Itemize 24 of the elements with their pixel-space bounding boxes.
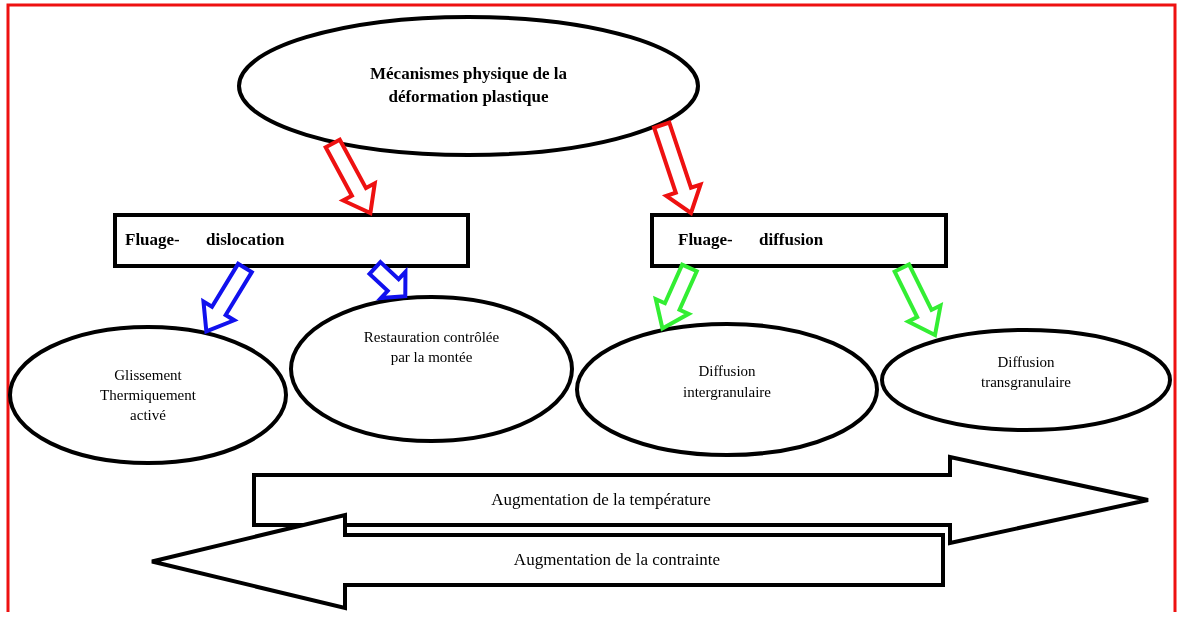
ellipse-node <box>575 322 879 457</box>
block-arrow <box>252 455 1150 545</box>
node-label: Diffusion intergranulaire <box>682 362 772 402</box>
ellipse-node <box>880 328 1172 432</box>
process-box <box>650 213 948 268</box>
block-arrow <box>323 137 378 216</box>
node-label: Mécanismes physique de la déformation plastique <box>369 63 568 108</box>
ellipse-node <box>8 325 288 465</box>
block-arrow <box>150 513 945 610</box>
block-arrow <box>201 261 255 335</box>
process-box <box>113 213 470 268</box>
node-label: Restauration contrôlée par la montée <box>362 327 501 367</box>
block-arrow <box>652 262 700 332</box>
block-arrow <box>892 261 944 338</box>
ellipse-node <box>237 15 700 157</box>
node-label: Diffusion transgranulaire <box>980 352 1072 392</box>
box-label: Fluage- dislocation <box>125 229 285 252</box>
arrow-label: Augmentation de la contrainte <box>513 548 721 571</box>
box-label: Fluage- diffusion <box>678 229 824 252</box>
block-arrow <box>366 259 408 301</box>
block-arrow <box>651 120 704 217</box>
ellipse-node <box>289 295 574 443</box>
node-label: Glissement Thermiquement activé <box>99 365 197 426</box>
arrow-label: Augmentation de la température <box>491 488 711 511</box>
